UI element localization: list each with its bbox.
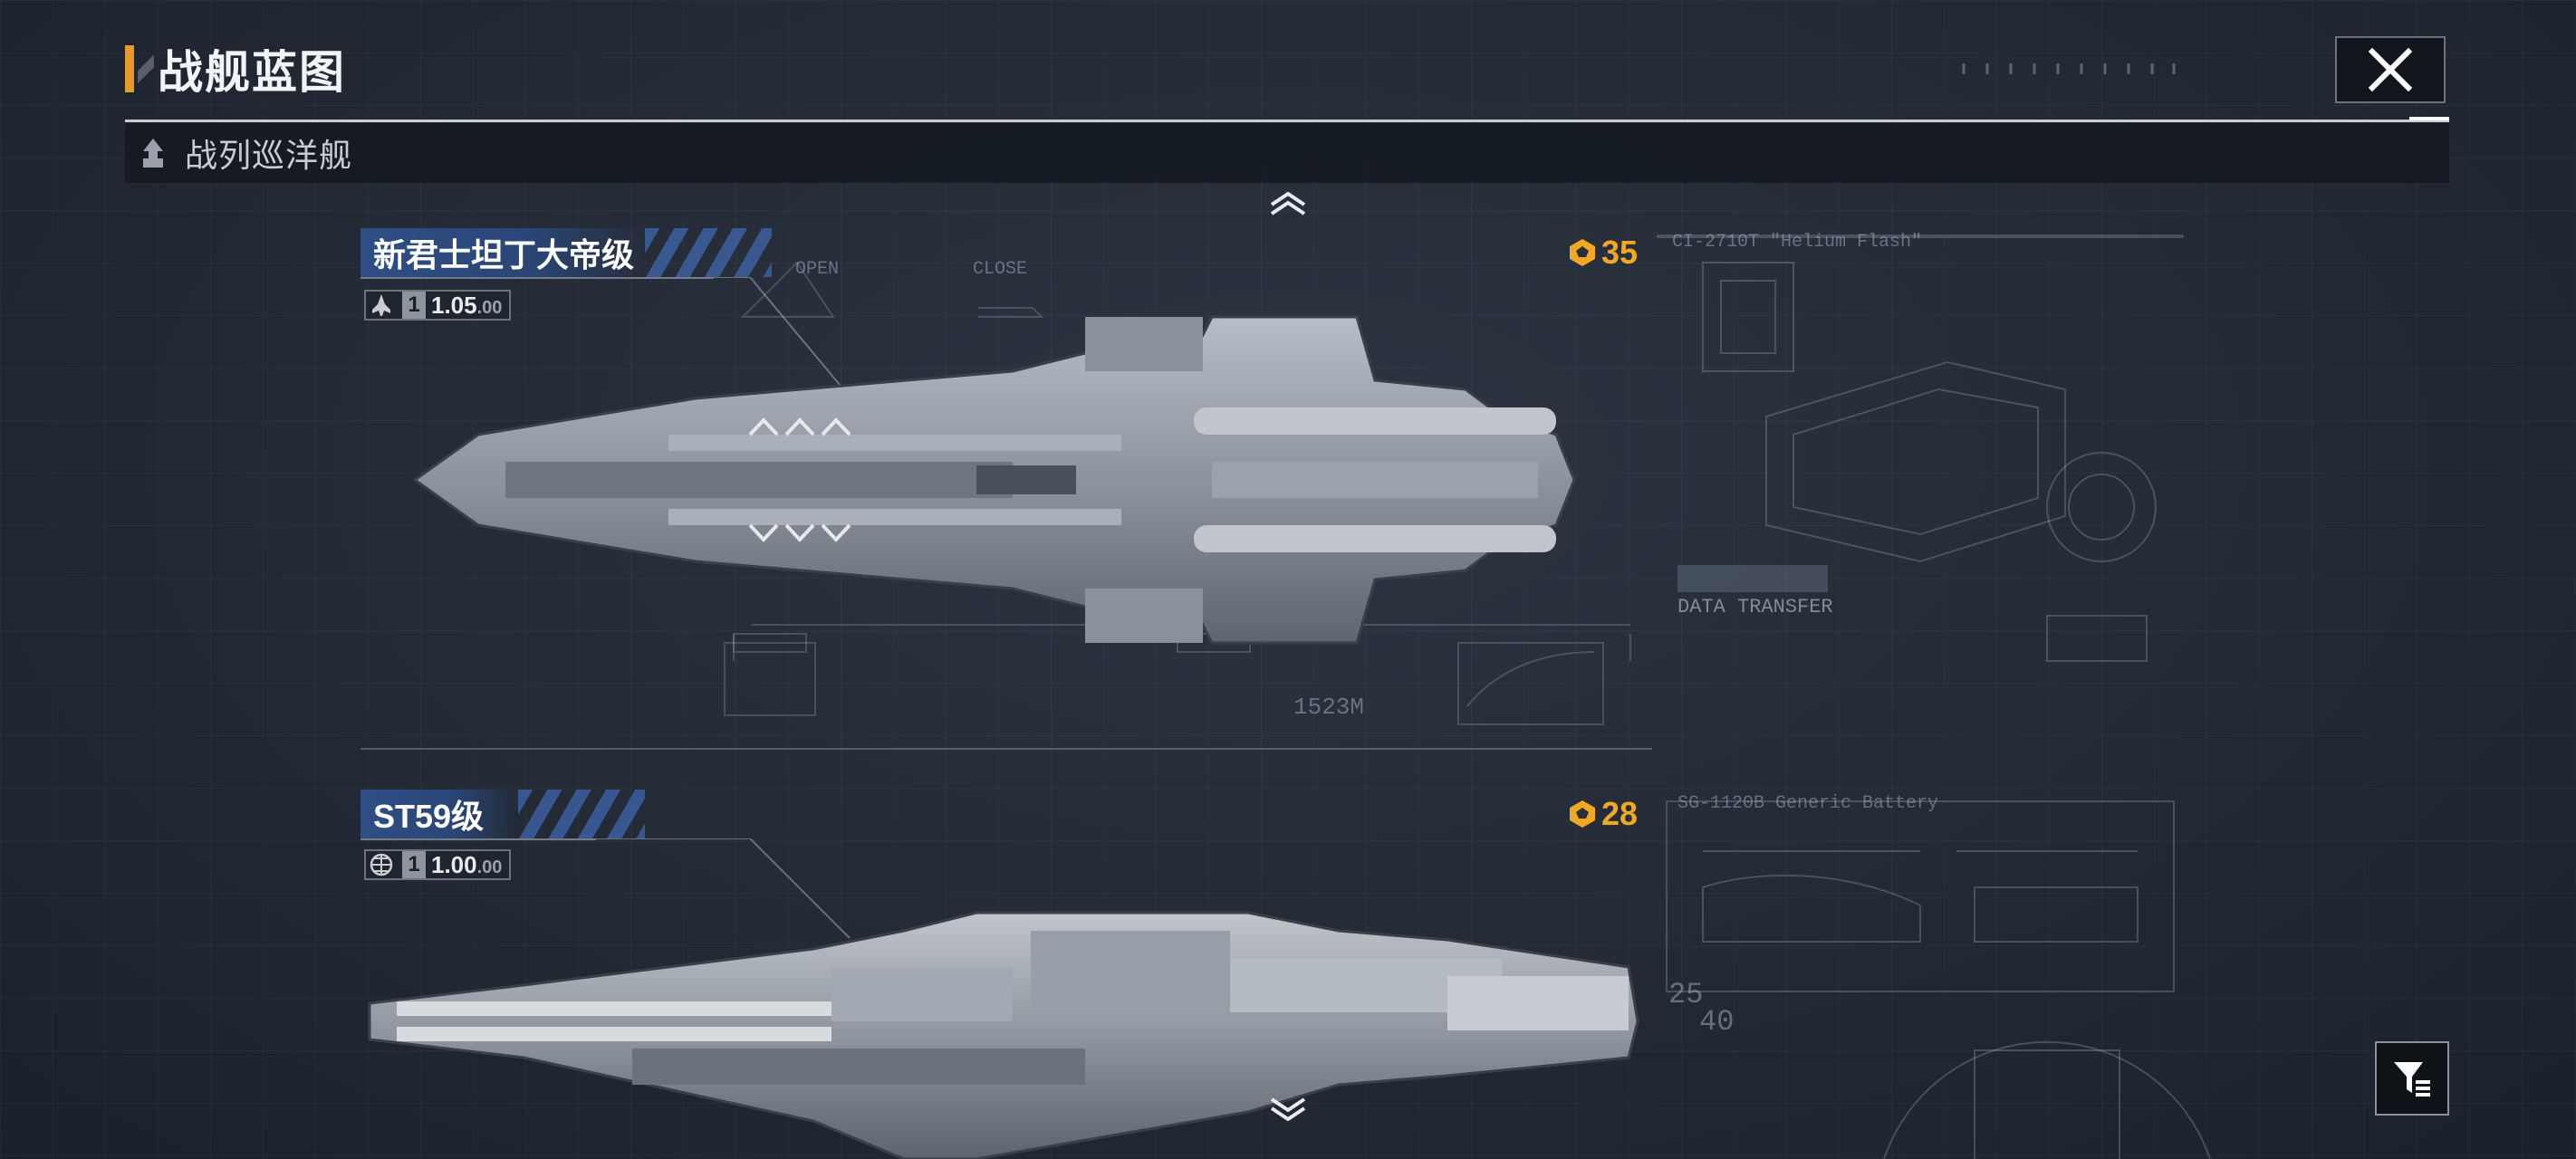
ship-version: 1.00.00: [431, 850, 503, 878]
ship-badge: 1 1.00.00: [364, 849, 512, 880]
blueprint-decoration: [1657, 235, 2211, 1159]
ship-class-icon: [143, 139, 163, 168]
page-title: 战舰蓝图: [158, 47, 346, 98]
ship-name: 新君士坦丁大帝级: [360, 228, 645, 277]
globe-icon: [366, 851, 397, 878]
category-label: 战列巡洋舰: [185, 137, 353, 174]
header-divider-tick: [2409, 117, 2449, 120]
banner-stripes: [645, 228, 772, 277]
ship-length: 1523M: [1293, 694, 1365, 721]
name-underline: [360, 277, 714, 279]
title-accent-bar: [125, 45, 134, 92]
level-icon: [1570, 800, 1595, 828]
blueprint-center-decoration: [724, 261, 1631, 725]
fighter-icon: [366, 292, 397, 319]
data-transfer-label: DATA TRANSFER: [1677, 596, 1833, 618]
close-button[interactable]: [2335, 36, 2446, 103]
data-transfer-bar: [1677, 565, 1828, 592]
header-ruler-decoration: [1962, 63, 2176, 74]
filter-icon: [2394, 1062, 2430, 1097]
ship-illustration: [412, 315, 1576, 645]
name-underline: [360, 838, 596, 840]
deco-number-40: 40: [1699, 1005, 1735, 1039]
part-label-1: CI-2710T "Helium Flash": [1672, 232, 1923, 253]
close-icon: [2368, 47, 2413, 92]
title-accent-stripe: [138, 45, 154, 92]
header-divider: [125, 120, 2449, 122]
ship-name-banner: ST59级: [360, 790, 645, 838]
ship-illustration: [368, 911, 1639, 1159]
ship-badge: 1 1.05.00: [364, 290, 512, 321]
ship-name: ST59级: [360, 790, 518, 838]
ship-version: 1.05.00: [431, 291, 503, 319]
chevron-up-icon[interactable]: [1268, 190, 1308, 216]
ship-leader-line: [714, 277, 841, 387]
card-separator: [360, 748, 1652, 750]
page-header: 战舰蓝图: [125, 42, 346, 98]
ship-level: 28: [1567, 795, 1638, 833]
ship-level: 35: [1567, 234, 1638, 272]
ship-card-1[interactable]: 新君士坦丁大帝级 1 1.05.00 35: [360, 226, 1656, 761]
ship-name-banner: 新君士坦丁大帝级: [360, 228, 772, 277]
ship-count: 1: [402, 851, 426, 878]
deco-close: CLOSE: [973, 259, 1028, 280]
deco-open: OPEN: [795, 259, 840, 280]
chevron-down-icon[interactable]: [1268, 1096, 1308, 1121]
category-bar: 战列巡洋舰: [125, 123, 2449, 183]
level-icon: [1570, 239, 1595, 266]
ship-card-2[interactable]: ST59级 1 1.00.00 28: [360, 786, 1656, 1159]
ship-leader-line: [596, 838, 851, 939]
part-label-2: SG-1120B Generic Battery: [1677, 793, 1939, 814]
banner-stripes: [518, 790, 645, 838]
ship-count: 1: [402, 292, 426, 319]
deco-number-25: 25: [1668, 978, 1704, 1011]
filter-button[interactable]: [2375, 1041, 2449, 1116]
